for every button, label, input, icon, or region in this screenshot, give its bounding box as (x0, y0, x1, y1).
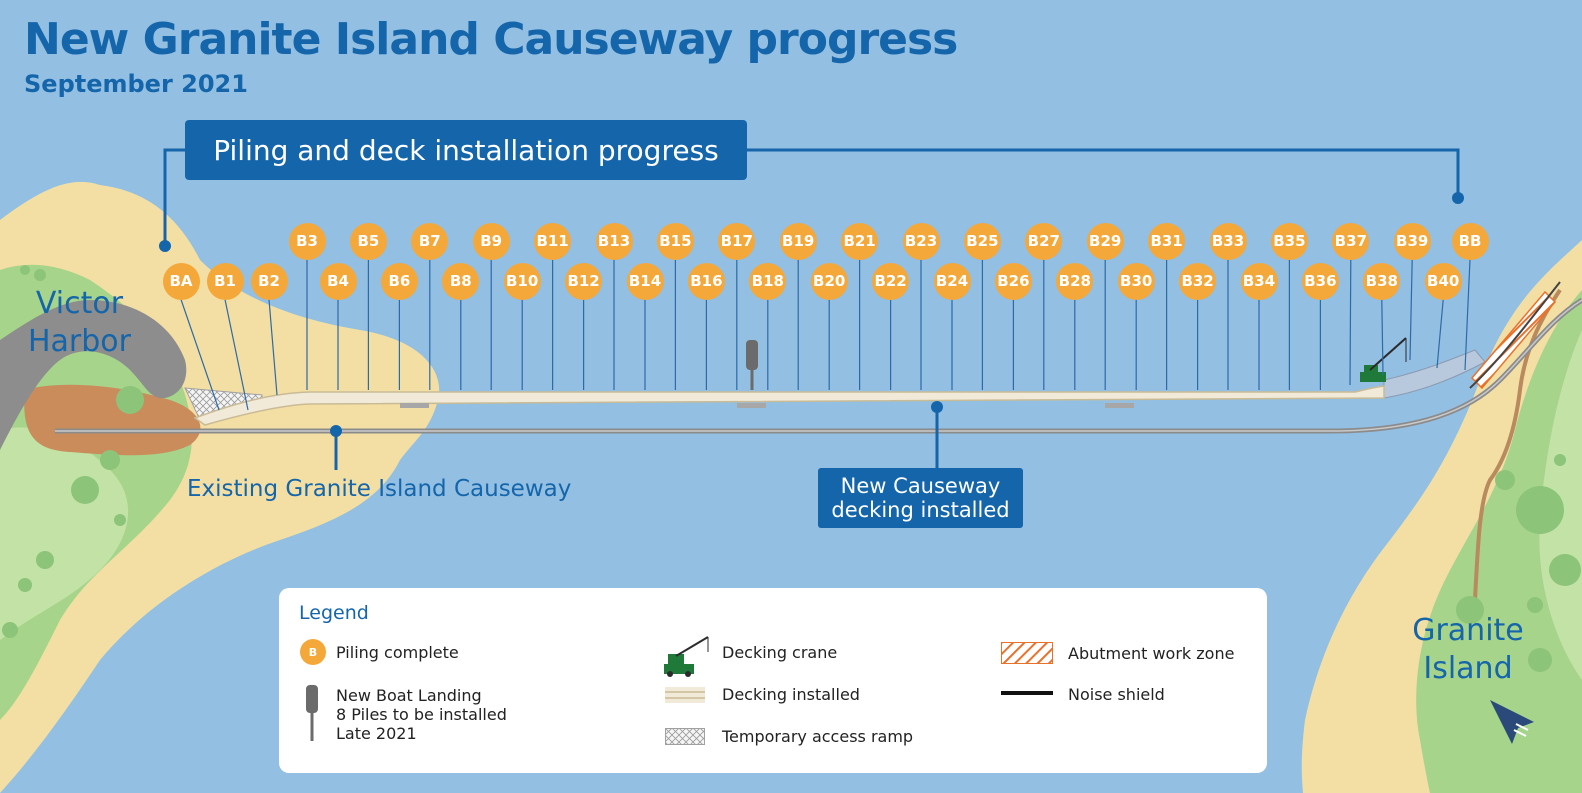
pile-marker-b39: B39 (1393, 222, 1431, 260)
pile-marker-b19: B19 (779, 222, 817, 260)
pile-marker-bb: BB (1451, 222, 1489, 260)
pile-leader-b40 (1436, 299, 1444, 369)
pile-marker-b20: B20 (810, 262, 848, 300)
legend-temporary-ramp: Temporary access ramp (722, 727, 914, 746)
pile-marker-b24: B24 (933, 262, 971, 300)
pile-marker-b36: B36 (1301, 262, 1339, 300)
pile-marker-ba: BA (162, 262, 200, 300)
legend-piling-complete: Piling complete (336, 643, 459, 662)
legend-title: Legend (299, 602, 369, 624)
legend-boat-landing-line1: New Boat Landing (336, 686, 482, 705)
pile-marker-b28: B28 (1056, 262, 1094, 300)
pile-marker-b25: B25 (963, 222, 1001, 260)
pile-marker-b37: B37 (1332, 222, 1370, 260)
piling-complete-icon: B (300, 639, 326, 665)
legend-boat-landing: New Boat Landing 8 Piles to be installed… (336, 686, 507, 743)
pile-marker-b6: B6 (380, 262, 418, 300)
pile-leader-b39 (1409, 259, 1413, 361)
legend-decking-crane: Decking crane (722, 643, 838, 662)
pile-marker-b12: B12 (565, 262, 603, 300)
legend-boat-landing-line3: Late 2021 (336, 724, 417, 743)
pile-marker-b5: B5 (349, 222, 387, 260)
new-causeway-callout-line1: New Causeway (840, 474, 1001, 498)
existing-causeway-label: Existing Granite Island Causeway (187, 476, 572, 502)
noise-shield (1469, 281, 1561, 389)
pile-leader-b1 (224, 299, 249, 411)
granite-island-path (1473, 288, 1562, 601)
victor-harbor-earthworks (24, 384, 201, 456)
pile-marker-b13: B13 (595, 222, 633, 260)
boat-landing-pile (746, 340, 758, 370)
abutment-zone-icon (1001, 642, 1053, 664)
pile-marker-b7: B7 (411, 222, 449, 260)
pile-marker-b1: B1 (206, 262, 244, 300)
pile-leader-b37 (1349, 259, 1352, 386)
place-granite-island-line2: Island (1423, 651, 1513, 686)
pile-marker-b38: B38 (1363, 262, 1401, 300)
north-arrow-icon (1490, 700, 1534, 744)
pile-marker-b8: B8 (442, 262, 480, 300)
pile-leader-b38 (1381, 299, 1384, 376)
victor-harbor-green-light (0, 427, 129, 640)
pile-marker-b4: B4 (319, 262, 357, 300)
page-title: New Granite Island Causeway progress (24, 14, 958, 65)
pile-marker-b17: B17 (718, 222, 756, 260)
pile-leader-ba (180, 299, 220, 411)
crane-icon (664, 636, 709, 677)
pile-marker-b9: B9 (472, 222, 510, 260)
new-causeway-callout-line2: decking installed (831, 498, 1010, 522)
pile-marker-b14: B14 (626, 262, 664, 300)
noise-shield-icon (1001, 691, 1053, 695)
pile-marker-b21: B21 (841, 222, 879, 260)
progress-banner: Piling and deck installation progress (185, 120, 747, 180)
pile-marker-b11: B11 (534, 222, 572, 260)
new-causeway-callout: New Causeway decking installed (818, 468, 1023, 528)
pile-marker-b10: B10 (503, 262, 541, 300)
legend-abutment-zone: Abutment work zone (1068, 644, 1235, 663)
pile-marker-b40: B40 (1424, 262, 1462, 300)
pile-leader-bb (1464, 259, 1471, 371)
place-victor-harbor-line1: Victor (35, 286, 124, 321)
page-subtitle: September 2021 (24, 70, 248, 98)
pile-marker-b15: B15 (656, 222, 694, 260)
pile-marker-b32: B32 (1179, 262, 1217, 300)
decking-crane-on-map (1360, 337, 1407, 382)
pile-marker-b33: B33 (1209, 222, 1247, 260)
pile-marker-b23: B23 (902, 222, 940, 260)
pile-marker-b31: B31 (1148, 222, 1186, 260)
legend-boat-landing-line2: 8 Piles to be installed (336, 705, 507, 724)
decking-installed-icon (665, 687, 705, 703)
pile-marker-b30: B30 (1117, 262, 1155, 300)
progress-banner-label: Piling and deck installation progress (213, 133, 719, 167)
boat-landing-icon (306, 685, 318, 741)
pile-marker-b35: B35 (1270, 222, 1308, 260)
legend-decking-installed: Decking installed (722, 685, 860, 704)
legend-panel: Legend B Piling complete New Boat Landin… (279, 588, 1267, 773)
place-victor-harbor: Victor Harbor (12, 285, 147, 361)
place-granite-island: Granite Island (1393, 612, 1543, 688)
temporary-ramp-icon (665, 728, 705, 745)
victor-harbor-road (0, 300, 187, 450)
pile-marker-b27: B27 (1025, 222, 1063, 260)
pile-marker-b2: B2 (250, 262, 288, 300)
pile-marker-b29: B29 (1086, 222, 1124, 260)
pile-marker-b22: B22 (872, 262, 910, 300)
place-victor-harbor-line2: Harbor (27, 324, 131, 359)
pile-marker-b26: B26 (994, 262, 1032, 300)
pile-marker-b18: B18 (749, 262, 787, 300)
place-granite-island-line1: Granite (1412, 613, 1524, 648)
pile-marker-b16: B16 (687, 262, 725, 300)
pile-marker-b3: B3 (288, 222, 326, 260)
pile-leader-b2 (268, 299, 278, 396)
legend-noise-shield: Noise shield (1068, 685, 1165, 704)
temporary-access-ramp-right (1383, 349, 1486, 399)
new-causeway-deck (193, 385, 1385, 426)
pile-marker-b34: B34 (1240, 262, 1278, 300)
